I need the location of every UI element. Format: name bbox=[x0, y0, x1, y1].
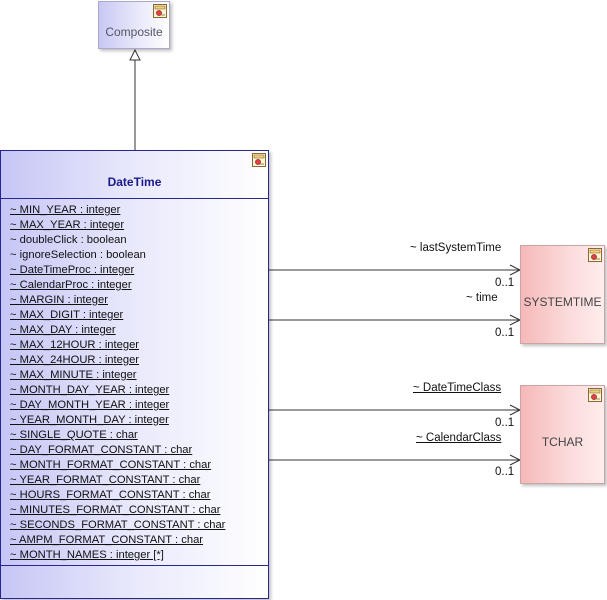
multiplicity-date-time-class: 0..1 bbox=[495, 417, 515, 429]
attribute-item[interactable]: ~ MONTH_NAMES : integer [*] bbox=[10, 548, 225, 563]
attribute-text: ~ SECONDS_FORMAT_CONSTANT : char bbox=[10, 519, 226, 531]
attribute-text: ~ MAX_DIGIT : integer bbox=[10, 309, 124, 321]
role-last-system-time[interactable]: ~ lastSystemTime bbox=[410, 242, 502, 254]
attribute-item[interactable]: ~ MAX_DAY : integer bbox=[10, 323, 225, 338]
class-icon bbox=[588, 388, 602, 402]
generalization-arrowhead bbox=[129, 48, 141, 61]
attribute-text: ~ MAX_12HOUR : integer bbox=[10, 339, 140, 351]
attribute-text: ~ MINUTES_FORMAT_CONSTANT : char bbox=[10, 504, 221, 516]
compartment-divider bbox=[1, 565, 268, 566]
attribute-text: ~ DateTimeProc : integer bbox=[10, 264, 135, 276]
class-systemtime[interactable]: SYSTEMTIME bbox=[520, 245, 605, 344]
attribute-text: ~ YEAR_MONTH_DAY : integer bbox=[10, 414, 169, 426]
attribute-item[interactable]: ~ SECONDS_FORMAT_CONSTANT : char bbox=[10, 518, 225, 533]
attribute-text: ~ SINGLE_QUOTE : char bbox=[10, 429, 138, 441]
attribute-item[interactable]: ~ SINGLE_QUOTE : char bbox=[10, 428, 225, 443]
class-tchar[interactable]: TCHAR bbox=[520, 385, 605, 484]
class-icon bbox=[153, 4, 167, 18]
attribute-text: ~ MARGIN : integer bbox=[10, 294, 108, 306]
attribute-text: ~ MAX_DAY : integer bbox=[10, 324, 116, 336]
attribute-item[interactable]: ~ MAX_12HOUR : integer bbox=[10, 338, 225, 353]
attribute-item[interactable]: ~ CalendarProc : integer bbox=[10, 278, 225, 293]
attribute-text: ~ HOURS_FORMAT_CONSTANT : char bbox=[10, 489, 211, 501]
attribute-item[interactable]: ~ MAX_24HOUR : integer bbox=[10, 353, 225, 368]
attribute-text: ~ ignoreSelection : boolean bbox=[10, 249, 146, 261]
attribute-text: ~ AMPM_FORMAT_CONSTANT : char bbox=[10, 534, 204, 546]
attribute-text: ~ YEAR_FORMAT_CONSTANT : char bbox=[10, 474, 201, 486]
attribute-item[interactable]: ~ MAX_YEAR : integer bbox=[10, 218, 225, 233]
attribute-text: ~ MIN_YEAR : integer bbox=[10, 204, 121, 216]
role-time[interactable]: ~ time bbox=[466, 292, 498, 304]
class-icon bbox=[588, 248, 602, 262]
attribute-item[interactable]: ~ AMPM_FORMAT_CONSTANT : char bbox=[10, 533, 225, 548]
attribute-item[interactable]: ~ DateTimeProc : integer bbox=[10, 263, 225, 278]
class-composite[interactable]: Composite bbox=[98, 1, 170, 49]
attribute-item[interactable]: ~ MONTH_DAY_YEAR : integer bbox=[10, 383, 225, 398]
attribute-item[interactable]: ~ YEAR_FORMAT_CONSTANT : char bbox=[10, 473, 225, 488]
attribute-item[interactable]: ~ MAX_MINUTE : integer bbox=[10, 368, 225, 383]
attribute-item[interactable]: ~ MIN_YEAR : integer bbox=[10, 203, 225, 218]
role-date-time-class[interactable]: ~ DateTimeClass bbox=[413, 382, 502, 394]
attribute-text: ~ DAY_FORMAT_CONSTANT : char bbox=[10, 444, 193, 456]
attribute-item[interactable]: ~ doubleClick : boolean bbox=[10, 233, 225, 248]
class-name: SYSTEMTIME bbox=[523, 295, 602, 309]
attribute-item[interactable]: ~ HOURS_FORMAT_CONSTANT : char bbox=[10, 488, 225, 503]
class-name: Composite bbox=[105, 25, 163, 39]
attribute-list: ~ MIN_YEAR : integer ~ MAX_YEAR : integer… bbox=[10, 203, 225, 563]
class-name: TCHAR bbox=[541, 435, 584, 449]
class-datetime[interactable]: DateTime ~ MIN_YEAR : integer ~ MAX_YEAR … bbox=[0, 150, 269, 599]
multiplicity-calendar-class: 0..1 bbox=[495, 466, 515, 478]
attribute-text: ~ MAX_24HOUR : integer bbox=[10, 354, 140, 366]
attribute-item[interactable]: ~ ignoreSelection : boolean bbox=[10, 248, 225, 263]
attribute-text: ~ MAX_MINUTE : integer bbox=[10, 369, 137, 381]
attribute-item[interactable]: ~ YEAR_MONTH_DAY : integer bbox=[10, 413, 225, 428]
attribute-item[interactable]: ~ MARGIN : integer bbox=[10, 293, 225, 308]
attribute-text: ~ MONTH_DAY_YEAR : integer bbox=[10, 384, 170, 396]
multiplicity-time: 0..1 bbox=[495, 327, 515, 339]
attribute-text: ~ CalendarProc : integer bbox=[10, 279, 132, 291]
attribute-text: ~ doubleClick : boolean bbox=[10, 234, 127, 246]
attribute-text: ~ MONTH_NAMES : integer [*] bbox=[10, 549, 164, 561]
compartment-divider bbox=[1, 198, 268, 199]
attribute-item[interactable]: ~ MINUTES_FORMAT_CONSTANT : char bbox=[10, 503, 225, 518]
attribute-item[interactable]: ~ MONTH_FORMAT_CONSTANT : char bbox=[10, 458, 225, 473]
attribute-item[interactable]: ~ DAY_FORMAT_CONSTANT : char bbox=[10, 443, 225, 458]
attribute-text: ~ MAX_YEAR : integer bbox=[10, 219, 125, 231]
attribute-text: ~ DAY_MONTH_YEAR : integer bbox=[10, 399, 170, 411]
class-icon bbox=[252, 153, 266, 167]
attribute-item[interactable]: ~ MAX_DIGIT : integer bbox=[10, 308, 225, 323]
role-calendar-class[interactable]: ~ CalendarClass bbox=[416, 432, 502, 444]
attribute-text: ~ MONTH_FORMAT_CONSTANT : char bbox=[10, 459, 212, 471]
attribute-item[interactable]: ~ DAY_MONTH_YEAR : integer bbox=[10, 398, 225, 413]
multiplicity-last-system-time: 0..1 bbox=[495, 277, 515, 289]
class-name: DateTime bbox=[107, 175, 162, 189]
